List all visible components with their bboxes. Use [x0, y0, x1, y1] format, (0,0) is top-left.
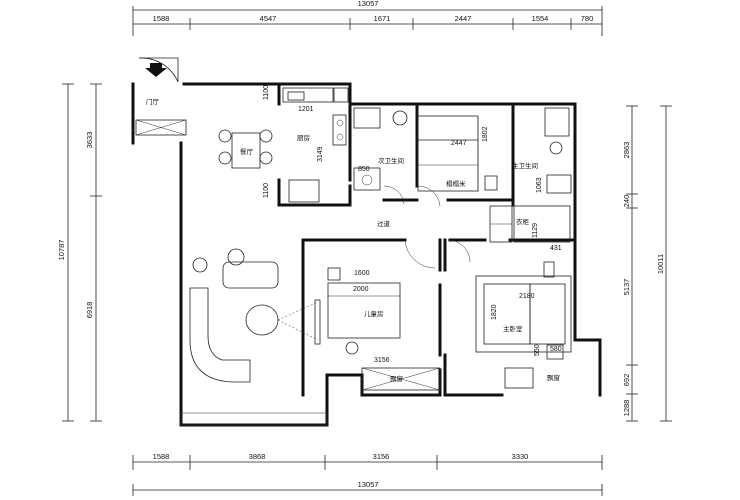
left-seg-1: 3633 — [85, 132, 94, 149]
coffee-table — [245, 304, 279, 336]
top-dimensions: 13057 1588 4547 1671 2447 1554 780 — [132, 0, 603, 36]
right-total-label: 10011 — [656, 254, 665, 274]
master-bed-width-dim: 2180 — [519, 293, 535, 300]
master-bed-length-dim: 1820 — [491, 304, 498, 320]
tv-unit — [314, 299, 321, 345]
entry-label: 门厅 — [146, 97, 160, 106]
dining-chairs — [218, 129, 273, 165]
bottom-balcony — [180, 412, 328, 426]
kitchen-height-dim: 3149 — [317, 146, 324, 162]
left-seg-2: 6918 — [85, 302, 94, 319]
dining-area: 餐厅 — [218, 129, 273, 169]
right-seg-4: 692 — [622, 374, 631, 387]
kids-room-area: 1600 2000 3156 儿童房 飘窗 — [327, 267, 441, 391]
bottom-seg-3: 3156 — [373, 452, 390, 461]
master-bedroom-label: 主卧室 — [503, 324, 523, 333]
balcony-chair — [504, 367, 534, 389]
second-bath-area: 850 次卫生间 — [353, 107, 408, 191]
bath2-width-dim: 850 — [358, 166, 370, 173]
right-seg-1: 2863 — [622, 142, 631, 159]
top-seg-2: 4547 — [260, 14, 277, 23]
tatami-height-dim: 1802 — [482, 126, 489, 142]
entrance-arrow-icon — [145, 63, 167, 77]
balcony-left-label: 飘窗 — [390, 374, 403, 383]
right-seg-5: 1288 — [622, 400, 631, 417]
master-bath-label: 主卫生间 — [512, 161, 538, 170]
kids-bed-length-dim: 2000 — [353, 286, 369, 293]
top-seg-3: 1671 — [374, 14, 391, 23]
top-seg-5: 1554 — [532, 14, 549, 23]
bottom-seg-4: 3330 — [512, 452, 529, 461]
master-bath-area: 1063 主卫生间 — [512, 107, 572, 194]
master-side2-dim: 580 — [550, 346, 562, 353]
closet-label: 衣柜 — [516, 217, 530, 226]
top-seg-1: 1588 — [153, 14, 170, 23]
right-seg-3: 5137 — [622, 279, 631, 296]
bottom-dimensions: 1588 3868 3156 3330 13057 — [132, 452, 603, 496]
corridor-area: 过道 1129 衣柜 431 — [377, 205, 571, 252]
master-bedroom-area: 2180 1820 550 580 主卧室 飘窗 — [475, 261, 572, 389]
cooktop — [332, 114, 347, 146]
tatami-area: 2447 1802 榻榻米 — [417, 115, 498, 192]
kids-room-width-dim: 3156 — [374, 357, 390, 364]
kitchen-area: 1100 1201 3149 1100 厨房 — [263, 85, 349, 203]
top-total-label: 13057 — [358, 0, 379, 8]
tatami-width-dim: 2447 — [451, 140, 467, 147]
kitchen-top-dim: 1100 — [263, 85, 270, 100]
bottom-seg-1: 1588 — [153, 452, 170, 461]
bottom-seg-2: 3868 — [249, 452, 266, 461]
left-total-label: 10787 — [57, 240, 66, 261]
kitchen-width-dim: 1201 — [298, 106, 314, 113]
dining-label: 餐厅 — [240, 147, 254, 156]
master-bath-width-dim: 1063 — [536, 177, 543, 193]
fridge — [288, 179, 320, 203]
corridor-label: 过道 — [377, 219, 391, 228]
right-seg-2: 240 — [622, 195, 631, 208]
walls — [131, 82, 602, 427]
right-dimensions: 2863 240 5137 692 1288 10011 — [622, 105, 672, 422]
bottom-total-label: 13057 — [358, 480, 379, 489]
top-seg-6: 780 — [581, 14, 594, 23]
sink — [353, 167, 381, 191]
second-bath-label: 次卫生间 — [378, 156, 404, 165]
kids-room-label: 儿童房 — [364, 309, 384, 318]
kids-bed-width-dim: 1600 — [354, 270, 370, 277]
master-side-dim: 550 — [534, 344, 541, 356]
doors — [383, 185, 471, 269]
balcony-right-label: 飘窗 — [547, 373, 560, 382]
kitchen-bottom-dim: 1100 — [263, 183, 270, 198]
kitchen-label: 厨房 — [297, 133, 310, 142]
left-dimensions: 10787 3633 6918 — [57, 83, 102, 422]
closet-height-dim: 1129 — [532, 223, 539, 238]
living-area — [189, 248, 321, 383]
top-seg-4: 2447 — [455, 14, 472, 23]
tatami-label: 榻榻米 — [446, 179, 466, 188]
kids-bed — [327, 282, 401, 339]
dining-table — [231, 132, 261, 169]
entry-area: 门厅 — [135, 57, 187, 136]
closet-width-dim: 431 — [550, 245, 562, 252]
sofa — [189, 287, 251, 383]
